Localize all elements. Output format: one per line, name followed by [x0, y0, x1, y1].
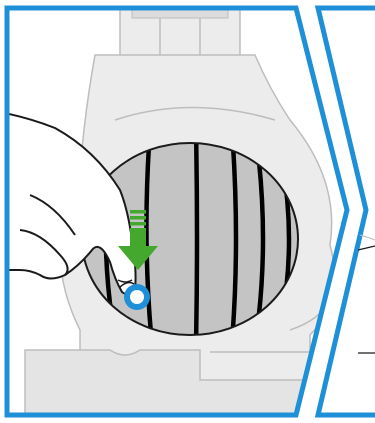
- hand-illustration: [7, 111, 137, 296]
- chevron-right-icon: [314, 5, 375, 418]
- step-frame-current: [4, 5, 350, 418]
- push-button-icon: [119, 281, 150, 310]
- step-panel-current: [7, 8, 336, 415]
- step-panel-next: [314, 5, 375, 418]
- arrow-down-icon: [118, 210, 158, 270]
